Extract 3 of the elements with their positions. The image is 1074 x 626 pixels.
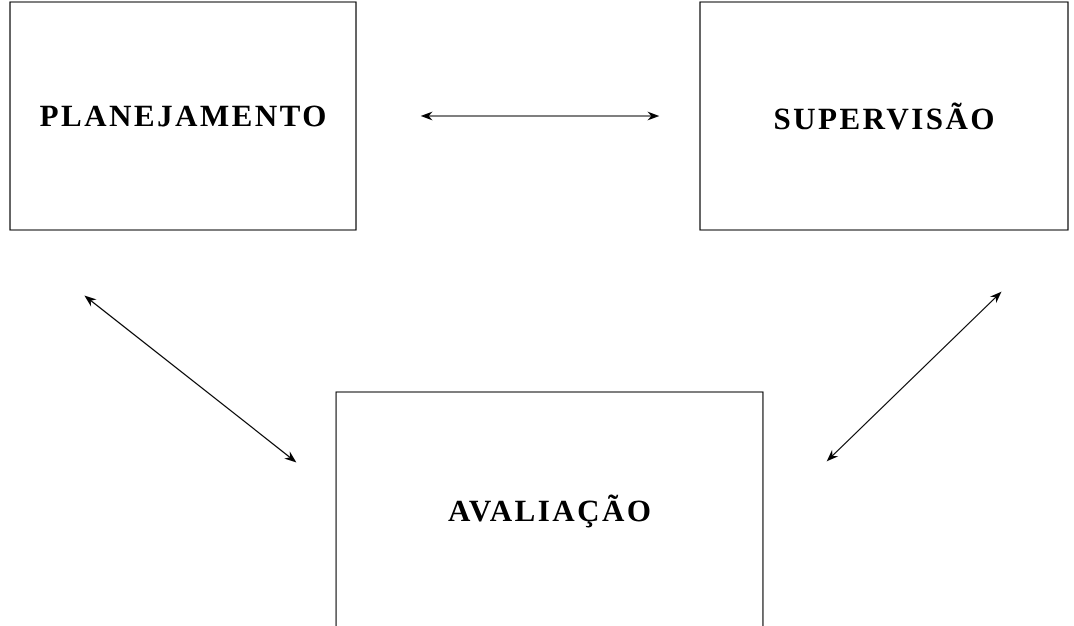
process-box: AVALIAÇÃO bbox=[335, 391, 764, 626]
process-box: SUPERVISÃO bbox=[699, 1, 1069, 231]
process-box: PLANEJAMENTO bbox=[9, 1, 357, 231]
